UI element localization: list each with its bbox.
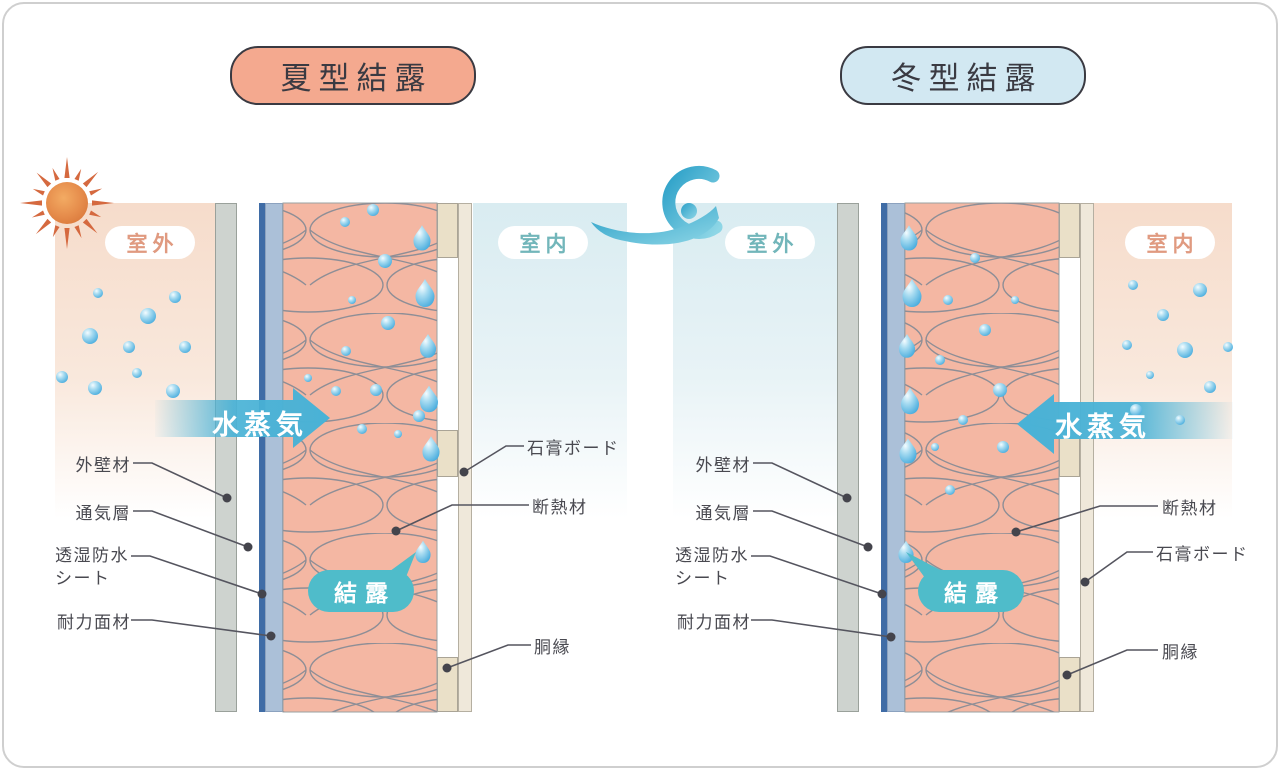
insulation-area <box>282 202 1060 713</box>
summer-indoor-label: 室内 <box>519 232 572 256</box>
winter-vapor-label: 水蒸気 <box>1055 412 1151 442</box>
sun-icon <box>20 157 114 249</box>
winter-condensation-bubble: 結露 <box>918 570 1024 612</box>
label-structural-panel: 耐力面材 <box>57 613 131 632</box>
label-vapor-permeable-sheet: 透湿防水 シート <box>675 544 749 590</box>
winter-indoor-area <box>1094 203 1232 712</box>
label-exterior-wall: 外壁材 <box>75 456 131 475</box>
leader-lines <box>131 445 1158 676</box>
wind-swirl-icon <box>591 165 723 245</box>
vapor-arrow-winter <box>1017 394 1233 454</box>
winter-condensation-label: 結露 <box>944 580 1006 606</box>
summer-title: 夏型結露 <box>280 61 433 96</box>
sheet-label-line2: シート <box>55 569 111 588</box>
summer-condensation-label: 結露 <box>334 580 396 606</box>
label-insulation: 断熱材 <box>532 498 588 517</box>
label-furring-strip: 胴縁 <box>534 638 571 657</box>
summer-vapor-label: 水蒸気 <box>212 410 308 440</box>
summer-outdoor-label: 室外 <box>126 232 179 256</box>
winter-indoor-label: 室内 <box>1146 232 1199 256</box>
condensation-bubble-tails <box>386 552 948 582</box>
sheet-label-line1: 透湿防水 <box>55 546 129 565</box>
winter-outdoor-pill: 室外 <box>725 226 815 259</box>
summer-indoor-area <box>473 203 627 712</box>
water-droplets <box>56 204 1233 563</box>
label-furring-strip: 胴縁 <box>1162 643 1199 662</box>
label-ventilation-layer: 通気層 <box>695 504 751 523</box>
winter-outdoor-label: 室外 <box>746 232 799 256</box>
label-gypsum-board: 石膏ボード <box>527 439 620 458</box>
exterior-wall-layer <box>215 203 237 712</box>
winter-title-badge: 冬型結露 <box>840 46 1086 105</box>
label-ventilation-layer: 通気層 <box>75 504 131 523</box>
winter-indoor-pill: 室内 <box>1125 226 1215 259</box>
summer-indoor-pill: 室内 <box>498 226 588 259</box>
label-gypsum-board: 石膏ボード <box>1156 545 1249 564</box>
gypsum-board-layer <box>458 203 472 712</box>
waterproof-sheet-layer <box>881 203 887 712</box>
vapor-arrow-summer <box>155 388 330 448</box>
summer-condensation-bubble: 結露 <box>308 570 414 612</box>
label-vapor-permeable-sheet: 透湿防水 シート <box>55 544 129 590</box>
waterproof-sheet-layer <box>259 203 265 712</box>
sheet-label-line2: シート <box>675 569 731 588</box>
label-exterior-wall: 外壁材 <box>695 456 751 475</box>
sheet-label-line1: 透湿防水 <box>675 546 749 565</box>
summer-title-badge: 夏型結露 <box>230 46 476 105</box>
label-insulation: 断熱材 <box>1162 499 1218 518</box>
label-structural-panel: 耐力面材 <box>677 613 751 632</box>
leader-dots <box>222 467 1090 680</box>
summer-outdoor-pill: 室外 <box>105 226 195 259</box>
summer-outdoor-area <box>55 203 215 712</box>
winter-title: 冬型結露 <box>890 61 1043 96</box>
winter-outdoor-area <box>673 203 837 712</box>
